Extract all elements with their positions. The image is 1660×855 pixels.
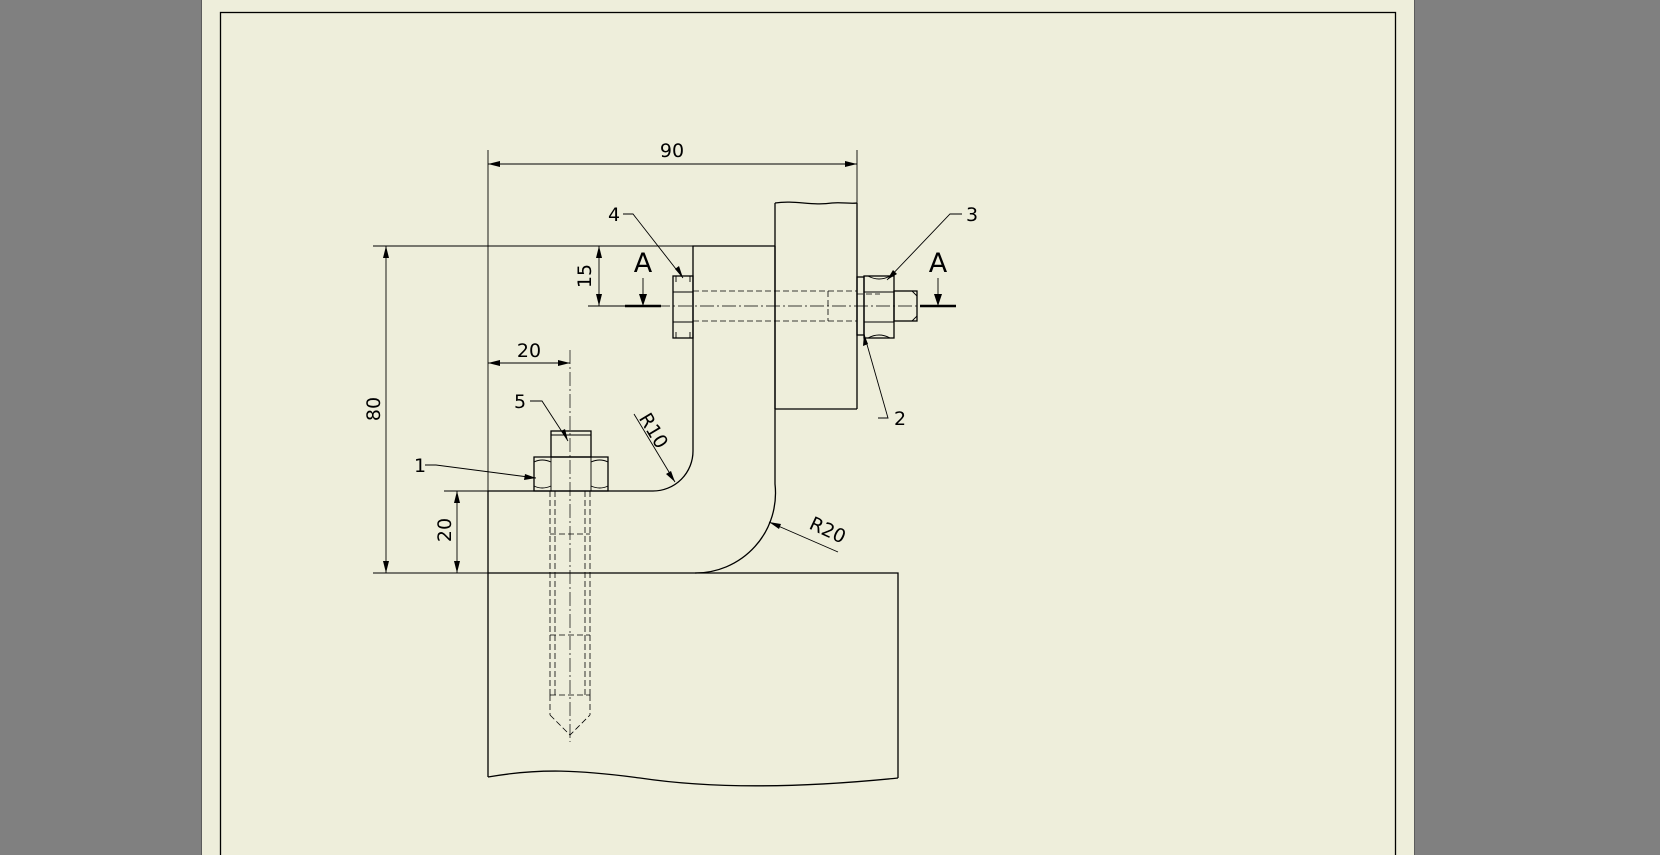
balloon-3-text: 3 — [966, 204, 978, 226]
balloon-2-text: 2 — [894, 408, 906, 430]
dimension-bolt-offset-text: 20 — [517, 340, 541, 362]
base-plate — [487, 572, 899, 787]
dimension-overall-width: 90 — [487, 140, 858, 573]
balloon-4-text: 4 — [608, 204, 620, 226]
balloon-3: 3 — [886, 204, 978, 281]
horizontal-bolt-assembly — [590, 275, 950, 339]
balloon-4: 4 — [608, 204, 684, 279]
drawing-frame — [219, 11, 1397, 855]
dimension-inner-radius: R10 — [633, 409, 676, 483]
balloon-5: 5 — [514, 391, 569, 442]
section-label-left: A — [634, 248, 653, 279]
balloon-2: 2 — [863, 333, 906, 430]
section-marker-right: A — [920, 248, 956, 308]
balloon-5-text: 5 — [514, 391, 526, 413]
dimension-overall-height: 80 — [363, 245, 693, 574]
dimension-base-height-text: 20 — [434, 518, 456, 542]
drawing-sheet — [201, 0, 1415, 855]
section-marker-left: A — [625, 248, 661, 308]
dimension-overall-width-text: 90 — [660, 140, 684, 162]
section-label-right: A — [929, 248, 948, 279]
vertical-bolt-assembly — [533, 350, 609, 742]
balloon-1: 1 — [414, 455, 537, 480]
dimension-overall-height-text: 80 — [363, 397, 385, 421]
dimension-outer-radius-text: R20 — [806, 513, 849, 549]
dimension-bolt-offset: 20 — [488, 340, 570, 366]
dimension-top-offset: 15 — [574, 246, 650, 307]
balloon-1-text: 1 — [414, 455, 426, 477]
dimension-inner-radius-text: R10 — [634, 409, 672, 452]
l-bracket — [487, 245, 777, 574]
dimension-outer-radius: R20 — [768, 513, 849, 553]
vertical-plate — [774, 201, 858, 410]
dimension-top-offset-text: 15 — [574, 264, 596, 288]
dimension-base-height: 20 — [434, 490, 488, 573]
